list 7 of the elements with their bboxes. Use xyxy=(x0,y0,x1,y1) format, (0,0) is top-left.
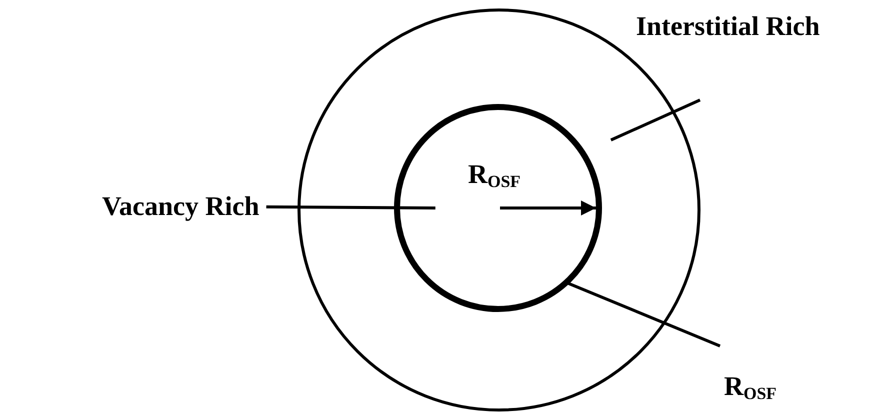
leader-line xyxy=(266,205,436,210)
radius-label: R$_{OSF}$ xyxy=(468,160,521,192)
leader-line xyxy=(610,98,701,142)
region-label: R$_{OSF}$ xyxy=(724,372,777,404)
region-label: Vacancy Rich xyxy=(102,192,260,222)
leader-line xyxy=(566,281,721,348)
region-label: Interstitial Rich xyxy=(636,12,820,42)
